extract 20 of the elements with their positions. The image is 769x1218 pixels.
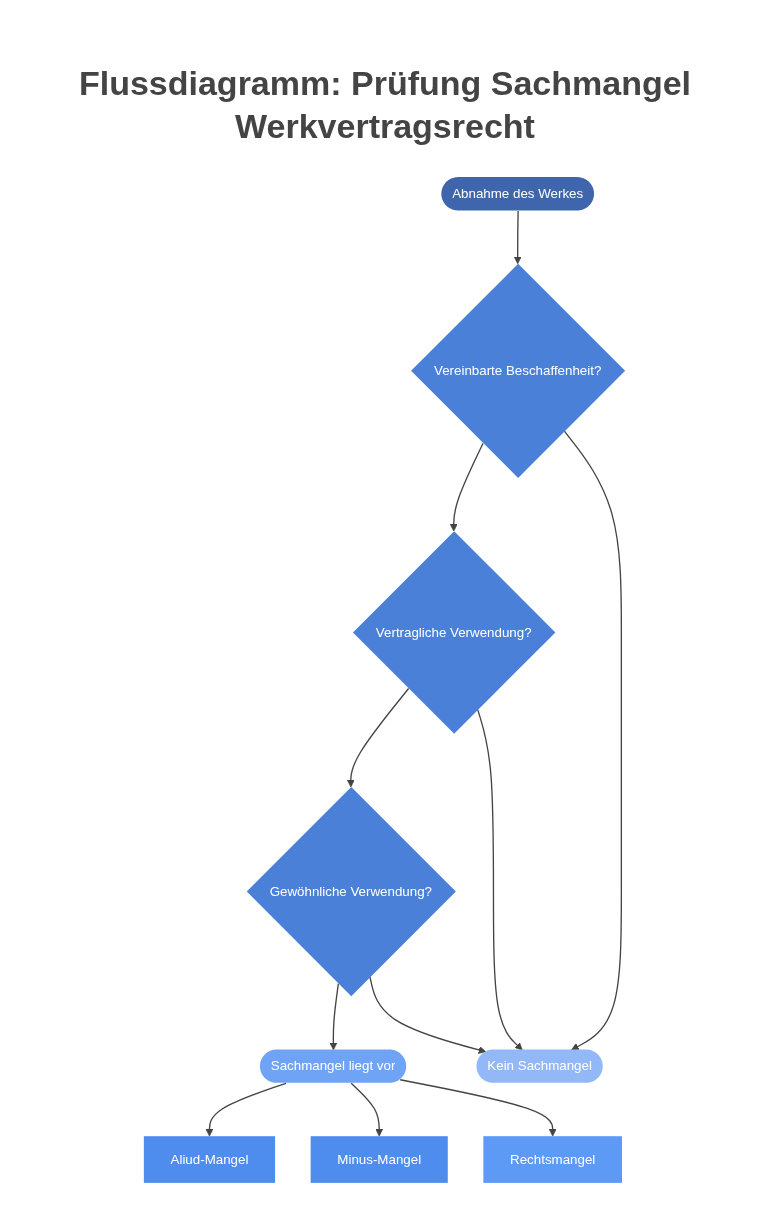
arrow: [477, 709, 523, 1051]
node-box: Minus-Mangel: [310, 1136, 448, 1183]
title: Flussdiagramm: Prüfung Sachmangel Werkvertragsrecht: [77, 63, 693, 147]
node-diamond: Vereinbarte Beschaffenheit?: [411, 263, 626, 478]
node-diamond: Vertragliche Verwendung?: [352, 531, 556, 734]
arrow: [205, 1082, 287, 1137]
arrow: [513, 210, 522, 265]
arrow: [563, 430, 623, 1051]
arrow: [449, 442, 484, 532]
node-box: Aliud-Mangel: [143, 1136, 276, 1183]
arrow: [350, 1082, 384, 1137]
arrow: [346, 687, 410, 788]
node-box: Kein Sachmangel: [476, 1049, 603, 1083]
arrow: [329, 983, 340, 1051]
arrow: [399, 1079, 557, 1137]
node-box: Sachmangel liegt vor: [259, 1049, 407, 1083]
node-box: Abnahme des Werkes: [441, 177, 594, 211]
arrow: [369, 976, 487, 1054]
node-box: Rechtsmangel: [483, 1136, 622, 1183]
node-diamond: Gewöhnliche Verwendung?: [246, 787, 456, 997]
